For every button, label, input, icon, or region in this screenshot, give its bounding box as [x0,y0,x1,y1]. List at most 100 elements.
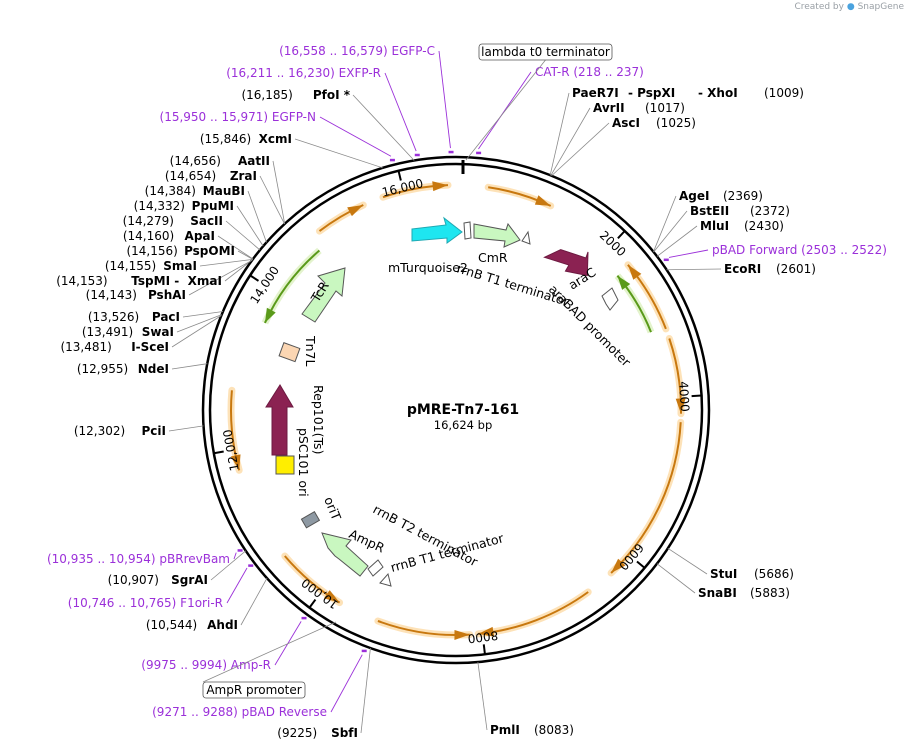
mturquoise2-arrow[interactable] [411,216,463,244]
site-leader [666,268,722,271]
site-leader [236,205,264,247]
primer-layer: (16,558 .. 16,579) EGFP-C (16,211 .. 16,2… [47,44,887,719]
orf-arc[interactable] [474,588,592,638]
restriction-site[interactable]: PaeR7I- PspXI- XhoI(1009) [572,86,804,100]
callout-box[interactable]: AmpR promoter [202,621,337,699]
primer-label[interactable]: (15,950 .. 15,971) EGFP-N [160,110,316,124]
restriction-site[interactable]: MluI(2430) [700,219,784,233]
restriction-site[interactable]: PspOMI(14,156) [126,244,235,258]
restriction-site[interactable]: PshAI(14,143) [86,288,186,302]
restriction-site[interactable]: AvrII(1017) [593,101,685,115]
site-leader [237,250,253,260]
tcr-arrow[interactable] [301,267,346,323]
site-position: (14,384) [145,184,196,198]
plasmid-name: pMRE-Tn7-161 [407,402,519,418]
arabad-promoter-arrow[interactable] [601,287,619,311]
orf-arc[interactable] [281,552,344,607]
restriction-site[interactable]: ZraI(14,654) [165,169,257,183]
site-name: StuI [710,567,737,581]
orf-arc[interactable] [316,201,367,235]
rep101-ts-arrow[interactable] [265,384,294,456]
restriction-site[interactable]: AhdI(10,544) [146,618,238,632]
orf-layer [227,181,686,640]
orf-arc[interactable] [227,386,243,474]
site-leader [171,315,222,348]
restriction-site[interactable]: SnaBI(5883) [698,586,790,600]
rrnb-t2-terminator-shape[interactable] [367,559,384,577]
callout-box[interactable]: lambda t0 terminator [465,43,613,161]
orf-arc[interactable] [607,418,685,577]
restriction-site[interactable]: SacII(14,279) [123,214,223,228]
restriction-site[interactable]: AatII(14,656) [170,154,270,168]
primer-label[interactable]: (10,935 .. 10,954) pBRrevBam [47,552,230,566]
site-leader [199,258,253,267]
orf-arc[interactable] [665,335,686,418]
site-position: (15,846) [200,132,251,146]
ampr-arrow[interactable] [321,532,369,577]
site-position: (14,654) [165,169,216,183]
snapgene-logo-icon: ● [846,2,855,12]
restriction-site[interactable]: PpuMI(14,332) [134,199,234,213]
restriction-site[interactable]: SbfI(9225) [277,726,358,740]
rrnb-t1-terminator-bottom-shape[interactable] [379,572,392,587]
restriction-site[interactable]: SmaI (14,155) [105,259,197,273]
restriction-site[interactable]: I-SceI(13,481) [60,340,169,354]
restriction-site[interactable]: PacI(13,526) [88,310,180,324]
feature-label: Tn7L [303,335,318,367]
arac-arrow[interactable] [543,233,599,285]
primer-label[interactable]: pBAD Forward (2503 .. 2522) [712,243,887,257]
site-position: (1017) [645,101,685,115]
orf-arc[interactable] [484,183,555,210]
restriction-site[interactable]: ApaI(14,160) [123,229,215,243]
psc101-ori-box[interactable] [275,455,295,475]
site-name: SnaBI [698,586,737,600]
restriction-site[interactable]: AgeI(2369) [679,189,763,203]
orf-arc[interactable] [379,181,452,201]
restriction-site[interactable]: NdeI(12,955) [77,362,169,376]
primer-label[interactable]: (16,558 .. 16,579) EGFP-C [279,44,435,58]
orf-arc[interactable] [624,261,670,333]
restriction-site[interactable]: PciI(12,302) [74,424,166,438]
primer-leader [438,50,451,149]
site-leader [247,190,267,243]
site-name: PmlI [490,723,520,737]
site-position: (14,155) [105,259,156,273]
site-name: PspOMI [184,244,235,258]
orf-arc[interactable] [374,617,474,640]
site-name: SwaI [142,325,174,339]
primer-label[interactable]: (16,211 .. 16,230) EXFP-R [226,66,381,80]
rrnb-t1-terminator-top-shape[interactable] [463,221,472,240]
restriction-site[interactable]: PmlI(8083) [490,723,574,737]
leader-line-layer [168,92,722,734]
orf-arrowhead [611,558,626,574]
rrnb-t1-terminator-top-arrow[interactable] [521,230,531,245]
primer-leader [226,567,248,604]
primer-leader [478,71,532,150]
gene-arrowhead [264,307,276,323]
site-name: PacI [152,310,180,324]
restriction-site[interactable]: SwaI(13,491) [82,325,174,339]
primer-label[interactable]: (9271 .. 9288) pBAD Reverse [152,705,327,719]
restriction-site[interactable]: PfoI *(16,185) [241,88,350,102]
restriction-site[interactable]: SgrAI(10,907) [108,573,208,587]
restriction-site[interactable]: StuI(5686) [710,567,794,581]
primer-label[interactable]: CAT-R (218 .. 237) [535,65,644,79]
restriction-site[interactable]: BstEII(2372) [690,204,790,218]
restriction-site[interactable]: MauBI(14,384) [145,184,245,198]
primer-leader [319,116,392,157]
tick-label: 8000 [467,628,499,645]
restriction-site[interactable]: EcoRI(2601) [724,262,816,276]
callout-leader [465,59,546,161]
restriction-site[interactable]: XcmI(15,846) [200,132,292,146]
orf-arrowhead [534,195,551,206]
primer-label[interactable]: (9975 .. 9994) Amp-R [141,658,271,672]
site-name: SmaI [163,259,197,273]
backbone-outer-ring [201,155,711,665]
cmr-arrow[interactable] [473,222,521,248]
feature-label: oriT [321,495,344,523]
primer-label[interactable]: (10,746 .. 10,765) F1ori-R [68,596,223,610]
restriction-site[interactable]: AscI(1025) [612,116,696,130]
tn7l-box[interactable] [278,342,301,363]
orit-box[interactable] [300,510,321,529]
